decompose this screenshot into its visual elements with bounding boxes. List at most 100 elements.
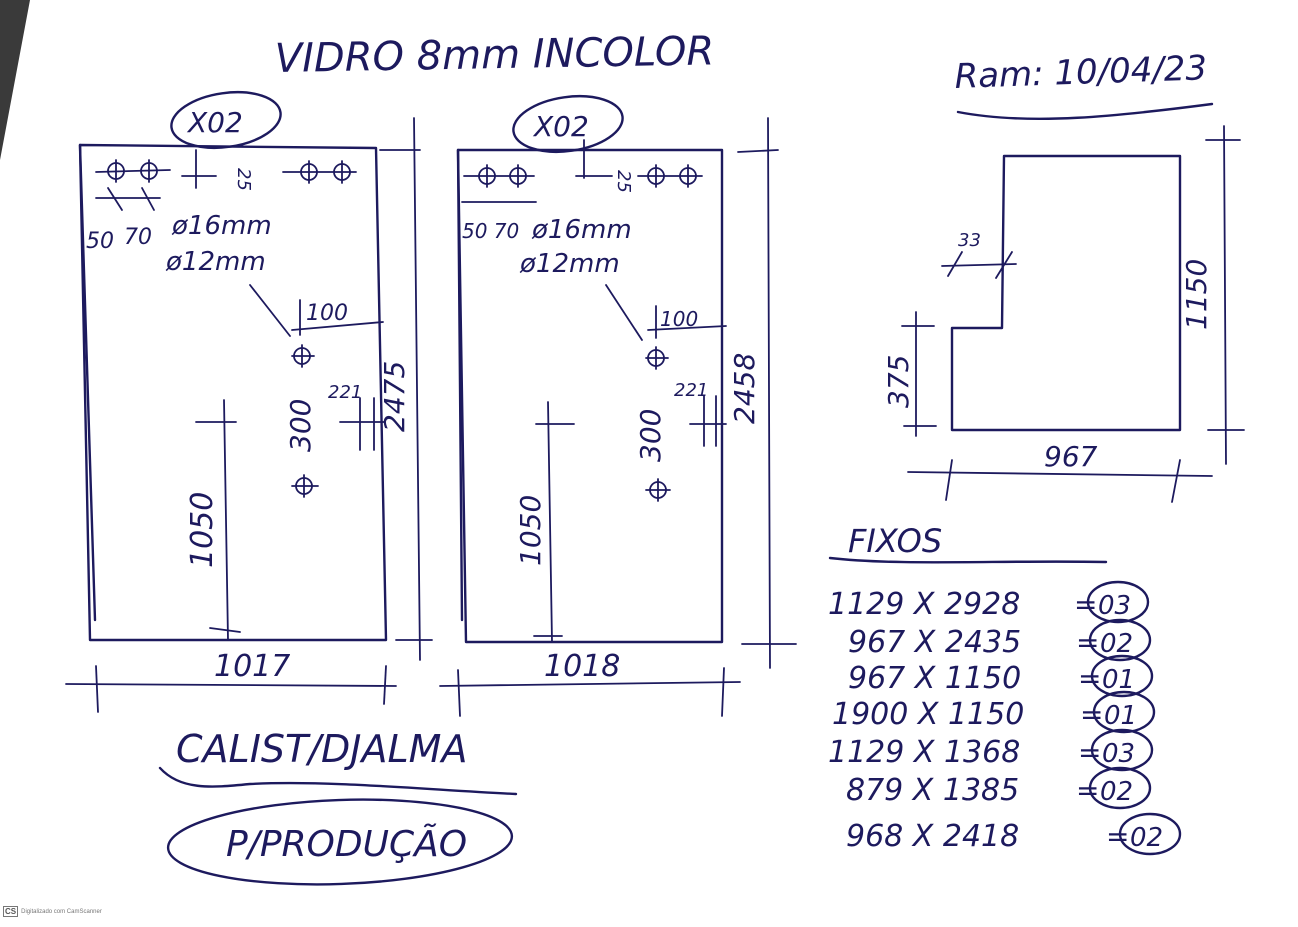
dim-1050: 1050 (185, 492, 220, 568)
qty-circle (1092, 690, 1156, 734)
dim-100-line (291, 321, 384, 331)
dim-300: 300 (284, 399, 317, 452)
dim-100: 100 (306, 301, 348, 326)
equals-sign: = (1074, 588, 1097, 621)
handle-mark (339, 397, 385, 451)
equals-sign: = (1078, 662, 1101, 695)
scanner-text: Digitalizado com CamScanner (21, 908, 102, 915)
hole-row (461, 139, 703, 203)
fixos-row: 879 X 1385 =02 (846, 766, 1152, 810)
fixos-size: 1900 X 1150 (832, 697, 1024, 732)
fixos-size: 967 X 2435 (848, 625, 1021, 660)
sheet-title: VIDRO 8mm INCOLOR (274, 28, 714, 82)
fixos-title: FIXOS (848, 522, 942, 560)
dim-width-line (65, 683, 397, 687)
fixos-size: 879 X 1385 (846, 773, 1019, 808)
l-panel-outline (950, 154, 1182, 432)
dim-100-line (647, 325, 727, 331)
dim-1150: 1150 (1180, 259, 1213, 330)
edge-offset: 25 (613, 170, 634, 193)
dim-375: 375 (882, 355, 915, 408)
fixos-qty: 02 (1100, 777, 1133, 807)
panel-outline (78, 143, 388, 642)
qty-circle (1088, 766, 1152, 810)
qty-circle (1090, 654, 1154, 698)
qty-label: X02 (532, 110, 589, 143)
hole-diameter-16: ø16mm (531, 215, 632, 245)
dim-100: 100 (660, 307, 698, 331)
dim-1050-line (223, 399, 229, 641)
spacing-50: 50 (86, 229, 114, 254)
fixos-row: 1129 X 1368 =03 (828, 728, 1154, 772)
equals-sign: = (1080, 698, 1103, 731)
equals-sign: = (1106, 820, 1129, 853)
hole-diameter-12: ø12mm (165, 247, 266, 277)
leader-line (249, 284, 291, 337)
dim-967: 967 (1044, 440, 1098, 473)
date-underline (956, 102, 1214, 121)
fixos-row: 967 X 2435 =02 (848, 618, 1152, 662)
dim-width: 1018 (544, 649, 620, 684)
fixos-row: 967 X 1150 =01 (848, 654, 1154, 698)
panel-left-edge (456, 148, 464, 622)
panel-right: X02 50 70 25 ø16mm ø12mm 100 300 221 (439, 94, 797, 717)
dim-height-line (413, 117, 421, 661)
equals-sign: = (1076, 774, 1099, 807)
dim-33: 33 (958, 230, 981, 251)
paper-corner-shadow (0, 0, 30, 160)
date-label: Ram: 10/04/23 (954, 48, 1208, 97)
hole-row (95, 149, 357, 211)
qty-circle (1086, 580, 1150, 624)
edge-offset: 25 (233, 168, 254, 191)
dim-height: 2475 (378, 361, 411, 432)
camscanner-logo: CS (3, 906, 19, 917)
dim-1150-line (1223, 125, 1227, 465)
fixos-size: 1129 X 1368 (828, 735, 1020, 770)
hole-diameter-12: ø12mm (519, 249, 620, 279)
fixos-size: 1129 X 2928 (828, 587, 1020, 622)
dim-221: 221 (328, 382, 362, 403)
hole-diameter-16: ø16mm (171, 211, 272, 241)
panel-outline (456, 148, 724, 644)
fixos-size: 967 X 1150 (848, 661, 1021, 696)
panel-left: X02 50 70 25 ø16mm ø12mm 100 (65, 90, 433, 713)
dim-967-line (907, 471, 1213, 477)
client-underline (158, 766, 518, 796)
fixos-row: 1129 X 2928 =03 (828, 580, 1150, 624)
dim-width-line (439, 681, 741, 687)
dim-height: 2458 (728, 353, 761, 424)
fixos-qty: 03 (1098, 591, 1131, 621)
qty-label: X02 (186, 106, 243, 139)
handle-mark (689, 395, 727, 447)
hole-spacing: 50 70 (462, 219, 519, 243)
dim-221: 221 (674, 380, 708, 401)
fixos-qty: 01 (1104, 701, 1137, 731)
equals-sign: = (1076, 626, 1099, 659)
production-circle (166, 798, 514, 886)
fixos-size: 968 X 2418 (846, 819, 1019, 854)
scanner-watermark: CS Digitalizado com CamScanner (3, 906, 102, 917)
fixos-row: 1900 X 1150 =01 (832, 690, 1156, 734)
panel-left-edge (78, 143, 97, 622)
fixos-qty: 03 (1102, 739, 1135, 769)
fixos-qty: 02 (1130, 823, 1163, 853)
fixos-underline (828, 556, 1108, 564)
leader-line (605, 284, 643, 341)
dim-1050-line (547, 401, 553, 643)
dim-1050: 1050 (514, 495, 547, 566)
dim-300: 300 (634, 409, 667, 462)
fixos-row: 968 X 2418 =02 (846, 812, 1182, 856)
l-panel: 1150 33 375 967 (882, 125, 1245, 503)
spacing-70: 70 (124, 225, 152, 250)
qty-circle (1088, 618, 1152, 662)
qty-circle (1118, 812, 1182, 856)
qty-circle (1090, 728, 1154, 772)
equals-sign: = (1078, 736, 1101, 769)
production-note: P/PRODUÇÃO (226, 823, 467, 865)
fixos-qty: 01 (1102, 665, 1135, 695)
client-name: CALIST/DJALMA (176, 727, 467, 771)
fixos-qty: 02 (1100, 629, 1133, 659)
dim-width: 1017 (214, 649, 290, 684)
